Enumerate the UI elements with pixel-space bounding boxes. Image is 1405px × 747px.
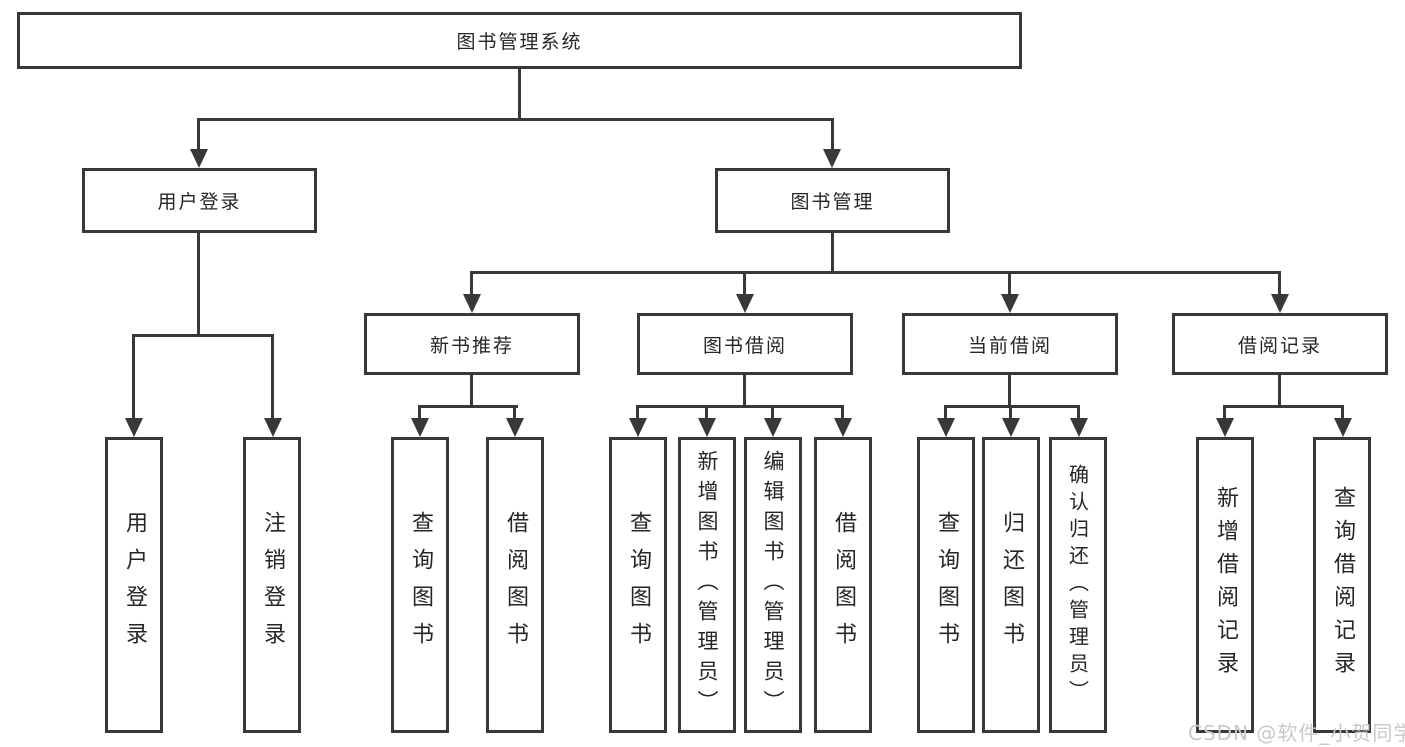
leaf-rec-query-books-label: 查询图书 xyxy=(408,511,433,659)
connector-drop-records-1 xyxy=(1223,405,1226,419)
arrowhead-rec-1 xyxy=(411,418,429,437)
arrowhead-borrow-2 xyxy=(698,418,716,437)
node-book-mgmt: 图书管理 xyxy=(715,168,950,233)
connector-login-stem xyxy=(197,233,200,337)
node-current-borrow-label: 当前借阅 xyxy=(967,334,1052,357)
leaf-rec-borrow-books: 借阅图书 xyxy=(486,437,544,733)
connector-drop-login-2 xyxy=(271,334,274,419)
connector-mgmt-stem xyxy=(831,233,834,274)
connector-drop-borrow-4 xyxy=(841,405,844,419)
connector-rec-split xyxy=(418,405,518,408)
connector-borrow-stem xyxy=(743,375,746,408)
arrowhead-borrow-4 xyxy=(834,418,852,437)
leaf-user-login: 用户登录 xyxy=(105,437,163,733)
node-new-book-rec: 新书推荐 xyxy=(364,313,580,375)
connector-drop-borrow-records xyxy=(1278,271,1281,295)
connector-drop-login-1 xyxy=(132,334,135,419)
connector-borrow-split xyxy=(636,405,844,408)
arrowhead-book-mgmt xyxy=(823,149,841,168)
leaf-records-add-record-label: 新增借阅记录 xyxy=(1213,486,1238,684)
arrowhead-book-borrow xyxy=(736,294,754,313)
node-user-login-label: 用户登录 xyxy=(157,191,242,213)
arrowhead-user-login xyxy=(190,149,208,168)
leaf-records-query-record-label: 查询借阅记录 xyxy=(1330,486,1355,684)
node-root-library-system: 图书管理系统 xyxy=(17,12,1022,69)
node-book-mgmt-label: 图书管理 xyxy=(790,191,875,213)
node-current-borrow: 当前借阅 xyxy=(902,313,1118,375)
connector-rec-stem xyxy=(470,375,473,408)
node-new-book-rec-label: 新书推荐 xyxy=(429,334,514,357)
leaf-records-add-record: 新增借阅记录 xyxy=(1196,437,1254,733)
csdn-watermark: CSDN @软件_小贺同学 xyxy=(1188,721,1405,745)
arrowhead-rec-2 xyxy=(506,418,524,437)
leaf-borrow-add-books-admin-label: 新增图书（管理员） xyxy=(695,450,719,720)
leaf-borrow-edit-books-admin-label: 编辑图书（管理员） xyxy=(761,450,785,720)
leaf-borrow-add-books-admin: 新增图书（管理员） xyxy=(678,437,736,733)
connector-drop-current-borrow xyxy=(1008,271,1011,295)
leaf-records-query-record: 查询借阅记录 xyxy=(1313,437,1371,733)
connector-login-split xyxy=(132,334,274,337)
connector-records-split xyxy=(1223,405,1344,408)
leaf-rec-borrow-books-label: 借阅图书 xyxy=(503,511,528,659)
connector-records-stem xyxy=(1278,375,1281,408)
leaf-borrow-borrow-books: 借阅图书 xyxy=(814,437,872,733)
connector-mgmt-split xyxy=(470,271,1281,274)
node-book-borrow: 图书借阅 xyxy=(637,313,853,375)
leaf-current-confirm-return-admin-label: 确认归还（管理员） xyxy=(1065,463,1090,707)
leaf-current-query-books: 查询图书 xyxy=(917,437,975,733)
node-user-login: 用户登录 xyxy=(82,168,317,233)
connector-root-split xyxy=(197,118,834,121)
leaf-logout: 注销登录 xyxy=(243,437,301,733)
arrowhead-borrow-records xyxy=(1271,294,1289,313)
leaf-current-confirm-return-admin: 确认归还（管理员） xyxy=(1049,437,1107,733)
node-book-borrow-label: 图书借阅 xyxy=(702,334,787,357)
leaf-borrow-query-books-label: 查询图书 xyxy=(626,511,651,659)
connector-drop-current-1 xyxy=(944,405,947,419)
leaf-borrow-borrow-books-label: 借阅图书 xyxy=(831,511,856,659)
connector-drop-borrow-3 xyxy=(771,405,774,419)
connector-root-stem xyxy=(518,69,521,121)
leaf-logout-label: 注销登录 xyxy=(260,511,285,659)
connector-drop-rec-1 xyxy=(418,405,421,419)
connector-drop-current-3 xyxy=(1077,405,1080,419)
connector-current-split xyxy=(944,405,1080,408)
arrowhead-current-3 xyxy=(1070,418,1088,437)
leaf-user-login-label: 用户登录 xyxy=(122,511,147,659)
node-root-label: 图书管理系统 xyxy=(456,31,583,53)
connector-current-stem xyxy=(1008,375,1011,408)
leaf-rec-query-books: 查询图书 xyxy=(391,437,449,733)
arrowhead-borrow-3 xyxy=(764,418,782,437)
arrowhead-records-1 xyxy=(1216,418,1234,437)
connector-drop-records-2 xyxy=(1341,405,1344,419)
connector-drop-rec-2 xyxy=(513,405,516,419)
connector-drop-book-borrow xyxy=(743,271,746,295)
arrowhead-login-2 xyxy=(264,418,282,437)
connector-drop-new-book-rec xyxy=(470,271,473,295)
arrowhead-login-1 xyxy=(125,418,143,437)
leaf-current-return-books-label: 归还图书 xyxy=(999,511,1024,659)
leaf-borrow-edit-books-admin: 编辑图书（管理员） xyxy=(744,437,802,733)
leaf-current-return-books: 归还图书 xyxy=(982,437,1040,733)
connector-drop-book-mgmt xyxy=(831,118,834,150)
node-borrow-records: 借阅记录 xyxy=(1172,313,1388,375)
arrowhead-current-2 xyxy=(1002,418,1020,437)
arrowhead-records-2 xyxy=(1334,418,1352,437)
connector-drop-borrow-2 xyxy=(705,405,708,419)
connector-drop-current-2 xyxy=(1009,405,1012,419)
arrowhead-current-1 xyxy=(937,418,955,437)
arrowhead-new-book-rec xyxy=(463,294,481,313)
arrowhead-current-borrow xyxy=(1001,294,1019,313)
connector-drop-user-login xyxy=(197,118,200,150)
leaf-current-query-books-label: 查询图书 xyxy=(934,511,959,659)
connector-drop-borrow-1 xyxy=(636,405,639,419)
node-borrow-records-label: 借阅记录 xyxy=(1237,334,1322,357)
leaf-borrow-query-books: 查询图书 xyxy=(609,437,667,733)
arrowhead-borrow-1 xyxy=(629,418,647,437)
